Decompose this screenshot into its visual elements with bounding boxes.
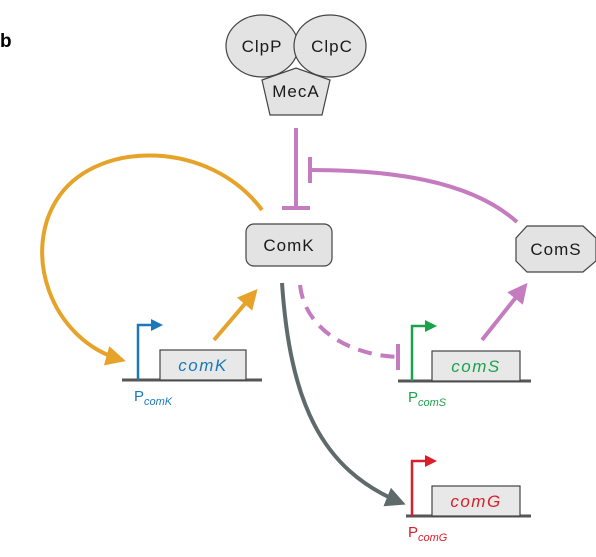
coms-promoter-arrowhead-icon xyxy=(425,320,437,332)
coms-promoter-arrow-icon xyxy=(410,324,426,381)
comg-gene: comG PcomG xyxy=(406,455,531,544)
comk-protein-label: ComK xyxy=(263,236,314,255)
comk-represses-coms-edge xyxy=(298,284,400,370)
comk-translation-edge xyxy=(212,288,258,342)
comg-promoter-arrow-icon xyxy=(410,459,426,516)
comg-promoter-arrowhead-icon xyxy=(425,455,437,467)
panel-label: b xyxy=(0,31,12,52)
comk-gene-label: comK xyxy=(178,356,227,375)
clpp-label: ClpP xyxy=(242,37,283,56)
coms-inhibits-complex-edge xyxy=(308,157,519,224)
comk-autoactivation-loop-edge xyxy=(40,153,264,366)
meca-subunit xyxy=(261,67,331,116)
coms-gene: comS PcomS xyxy=(398,320,531,409)
comk-activates-comg-edge xyxy=(280,282,406,507)
coms-translation-edge xyxy=(480,282,528,342)
comg-gene-box xyxy=(431,485,521,517)
clpc-label: ClpC xyxy=(311,37,353,56)
clpc-subunit xyxy=(293,14,367,78)
comg-promoter-label: PcomG xyxy=(408,524,448,544)
clp-meca-complex: ClpP ClpC MecA xyxy=(225,14,367,116)
comk-gene-box xyxy=(159,349,247,381)
coms-promoter-label: PcomS xyxy=(408,389,447,409)
comg-gene-label: comG xyxy=(450,492,501,511)
coms-protein-node: ComS xyxy=(515,225,596,273)
comk-promoter-arrow-icon xyxy=(136,323,152,380)
meca-label: MecA xyxy=(272,82,319,101)
comk-protein-node: ComK xyxy=(245,223,333,267)
complex-inhibits-comk-edge xyxy=(282,128,310,210)
coms-gene-box xyxy=(431,350,521,382)
comk-promoter-label: PcomK xyxy=(134,388,173,408)
comk-promoter-arrowhead-icon xyxy=(151,319,163,331)
coms-gene-label: comS xyxy=(451,357,500,376)
comk-gene: comK PcomK xyxy=(122,319,262,408)
coms-protein-label: ComS xyxy=(530,240,581,259)
